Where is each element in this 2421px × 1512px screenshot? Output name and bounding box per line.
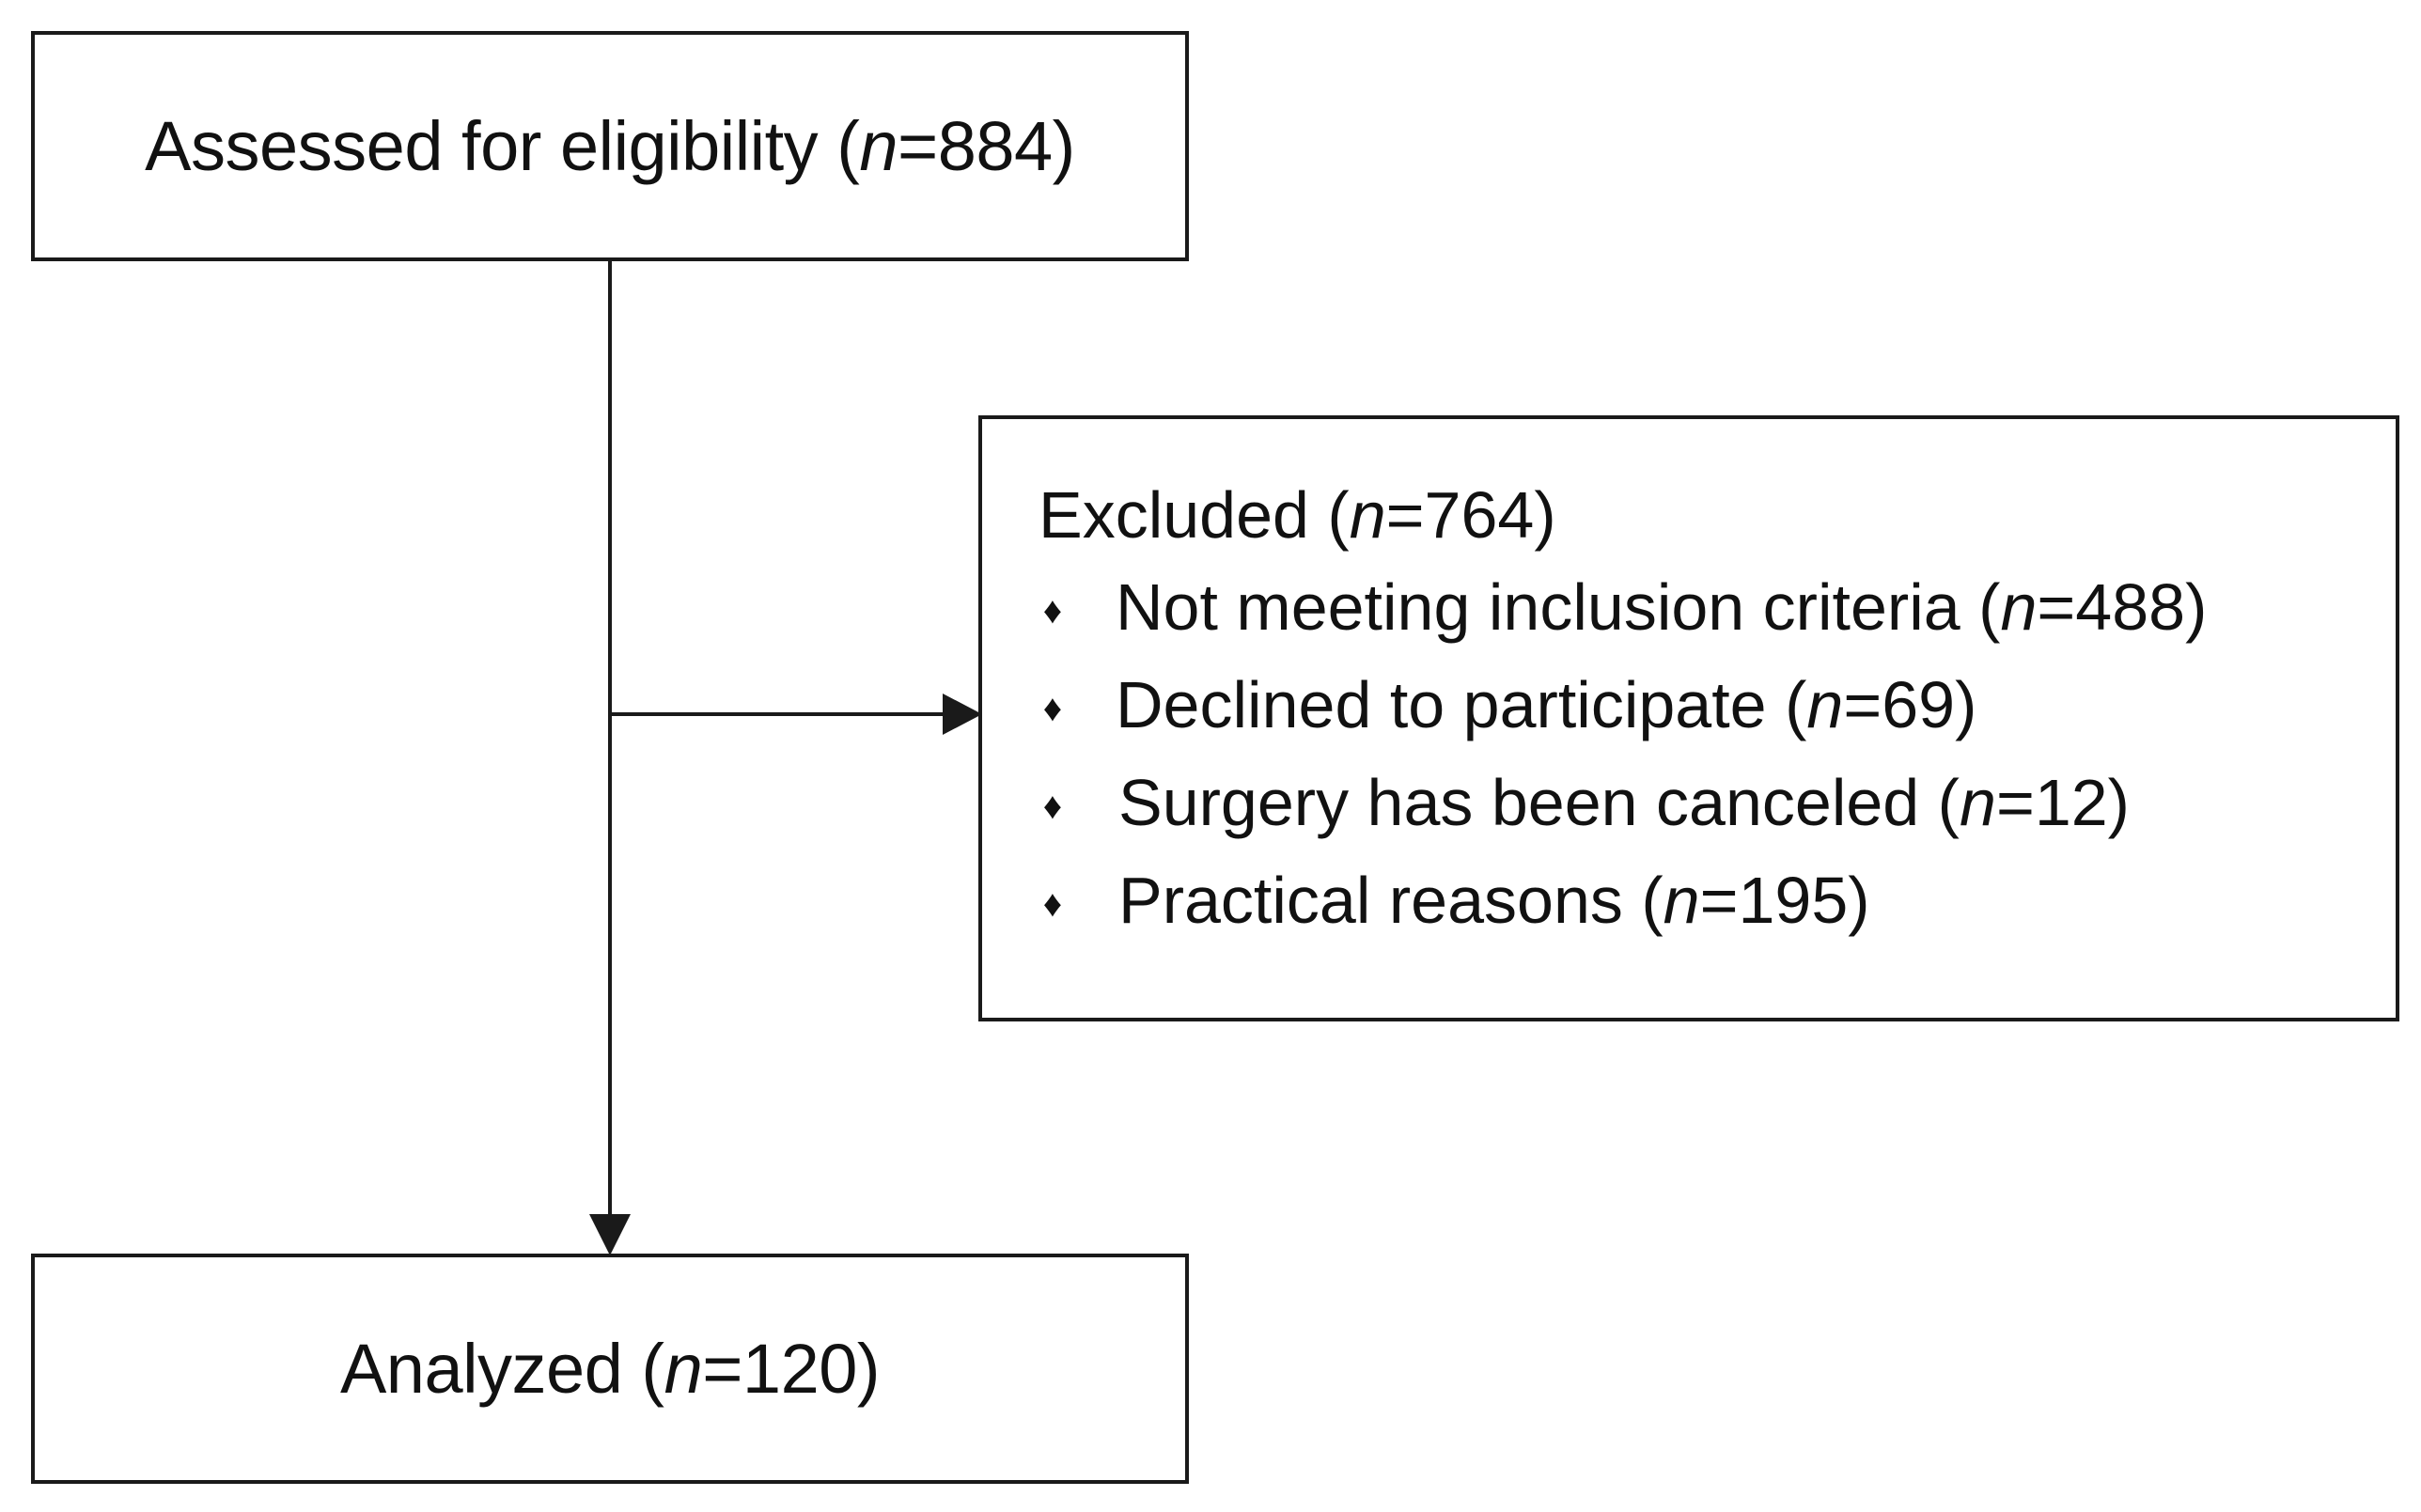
exclusion-reason-text: Surgery has been canceled (n=12) <box>1118 766 2130 839</box>
diamond-bullet-icon: ♦ <box>1042 786 1063 827</box>
exclusion-reason-text: Not meeting inclusion criteria (n=488) <box>1116 570 2208 644</box>
diamond-bullet-icon: ♦ <box>1042 590 1063 631</box>
assessed-label: Assessed for eligibility (n=884) <box>145 107 1075 185</box>
analyzed-box: Analyzed (n=120) <box>31 1254 1189 1484</box>
exclusion-reason-item: ♦ Declined to participate (n=69) <box>1039 667 2207 765</box>
exclusion-reasons-list: ♦ Not meeting inclusion criteria (n=488)… <box>1039 569 2208 960</box>
diamond-bullet-icon: ♦ <box>1042 688 1063 729</box>
exclusion-reason-item: ♦ Surgery has been canceled (n=12) <box>1039 765 2207 863</box>
arrow-right-to-excluded <box>943 694 982 735</box>
exclusion-reason-text: Practical reasons (n=195) <box>1118 864 1870 937</box>
analyzed-label: Analyzed (n=120) <box>339 1330 881 1408</box>
assessed-box: Assessed for eligibility (n=884) <box>31 31 1189 261</box>
arrow-down-to-analyzed <box>589 1214 631 1255</box>
exclusion-reason-text: Declined to participate (n=69) <box>1116 668 1977 741</box>
excluded-heading: Excluded (n=764) <box>1039 478 1556 552</box>
diamond-bullet-icon: ♦ <box>1042 883 1063 925</box>
exclusion-reason-item: ♦ Not meeting inclusion criteria (n=488) <box>1039 569 2208 667</box>
exclusion-reason-item: ♦ Practical reasons (n=195) <box>1039 863 2207 960</box>
excluded-box: Excluded (n=764) ♦ Not meeting inclusion… <box>978 415 2399 1021</box>
